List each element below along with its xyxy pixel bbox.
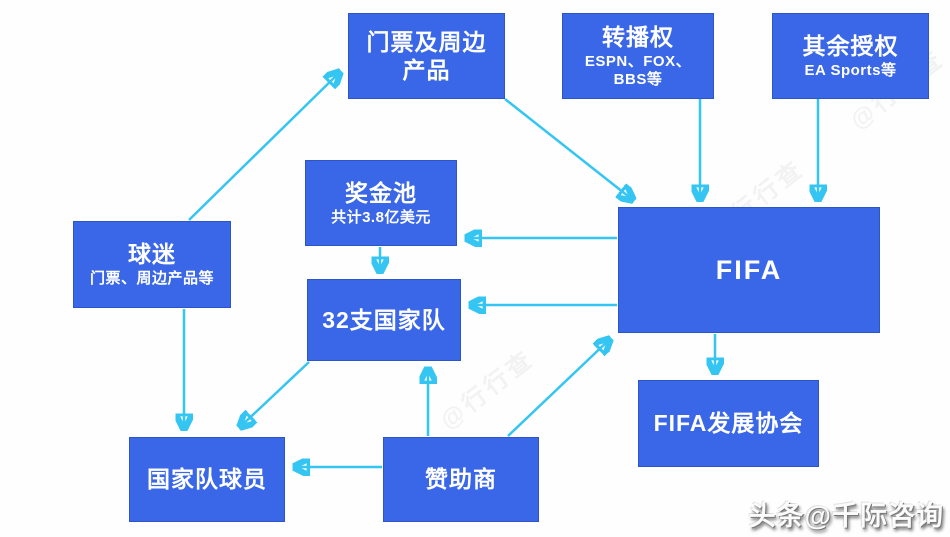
node-title: FIFA xyxy=(715,254,783,285)
edge-teams-players xyxy=(240,361,310,427)
edge-tickets-fifa xyxy=(504,98,633,200)
toutiao-credit-watermark: 头条@千际咨询 xyxy=(748,501,944,531)
edge-sponsors-fifa xyxy=(507,339,610,437)
node-prize-pool: 奖金池 共计3.8亿美元 xyxy=(305,160,457,246)
node-title: 门票及周边产品 xyxy=(366,28,487,83)
node-national-team-players: 国家队球员 xyxy=(129,437,285,522)
node-title: 32支国家队 xyxy=(322,306,446,333)
node-subtitle: 门票、周边产品等 xyxy=(89,270,214,288)
node-title: 球迷 xyxy=(128,241,176,268)
node-fifa: FIFA xyxy=(618,207,880,333)
node-subtitle: EA Sports等 xyxy=(804,61,897,79)
node-title: 国家队球员 xyxy=(147,466,267,493)
node-tickets-and-merchandise: 门票及周边产品 xyxy=(348,13,505,99)
node-fifa-development-association: FIFA发展协会 xyxy=(638,380,819,467)
node-title: 奖金池 xyxy=(345,179,417,206)
node-other-licensing: 其余授权 EA Sports等 xyxy=(772,13,929,99)
node-fans: 球迷 门票、周边产品等 xyxy=(73,221,231,308)
node-title: FIFA发展协会 xyxy=(653,410,804,437)
node-title: 转播权 xyxy=(602,23,674,50)
node-subtitle: 共计3.8亿美元 xyxy=(331,208,431,226)
node-sponsors: 赞助商 xyxy=(383,437,539,522)
node-broadcast-rights: 转播权 ESPN、FOX、BBS等 xyxy=(562,13,714,99)
node-subtitle: ESPN、FOX、BBS等 xyxy=(584,52,692,89)
node-32-national-teams: 32支国家队 xyxy=(307,279,461,361)
node-title: 赞助商 xyxy=(425,466,497,493)
node-title: 其余授权 xyxy=(802,32,899,59)
